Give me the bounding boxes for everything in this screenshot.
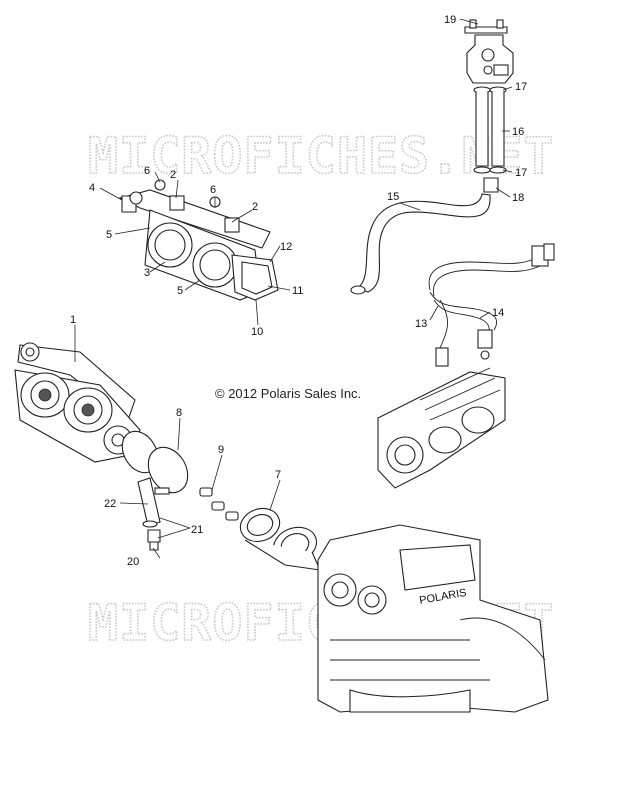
- callout-8: 8: [176, 407, 182, 419]
- leader-lines: [74, 18, 513, 559]
- callout-18: 18: [512, 192, 524, 204]
- hose-clamps: [121, 430, 189, 495]
- callout-6-right: 6: [210, 184, 216, 196]
- callout-6-left: 6: [144, 165, 150, 177]
- callout-5-left: 5: [106, 229, 112, 241]
- callout-5-right: 5: [177, 285, 183, 297]
- intake-boots: [239, 507, 321, 571]
- callout-10: 10: [251, 326, 263, 338]
- callout-3: 3: [144, 267, 150, 279]
- callout-15: 15: [387, 191, 399, 203]
- bushings: [199, 487, 239, 521]
- callout-22: 22: [104, 498, 116, 510]
- fuel-hose-assembly: [350, 19, 555, 367]
- callout-20: 20: [127, 556, 139, 568]
- callout-2-left: 2: [170, 169, 176, 181]
- callout-19: 19: [444, 14, 456, 26]
- callout-17-top: 17: [515, 81, 527, 93]
- callout-7: 7: [275, 469, 281, 481]
- callout-16: 16: [512, 126, 524, 138]
- callout-numbers: 19 17 16 17 18 15 6 2 4 6 2 5 12 3 5 11 …: [70, 14, 527, 568]
- callout-9: 9: [218, 444, 224, 456]
- callout-14: 14: [492, 307, 504, 319]
- throttle-body-upper: [118, 179, 279, 301]
- callout-4: 4: [89, 182, 95, 194]
- callout-17-bottom: 17: [515, 167, 527, 179]
- copyright-notice: © 2012 Polaris Sales Inc.: [215, 386, 361, 401]
- callout-11: 11: [292, 285, 303, 297]
- engine-assembly: POLARIS: [317, 524, 549, 713]
- throttle-body-installed: [377, 367, 506, 489]
- throttle-body-lower: [14, 342, 141, 463]
- callout-21: 21: [191, 524, 203, 536]
- callout-2-right: 2: [252, 201, 258, 213]
- callout-13: 13: [415, 318, 427, 330]
- callout-1: 1: [70, 314, 76, 326]
- fitting-parts: [137, 477, 161, 551]
- callout-12: 12: [280, 241, 292, 253]
